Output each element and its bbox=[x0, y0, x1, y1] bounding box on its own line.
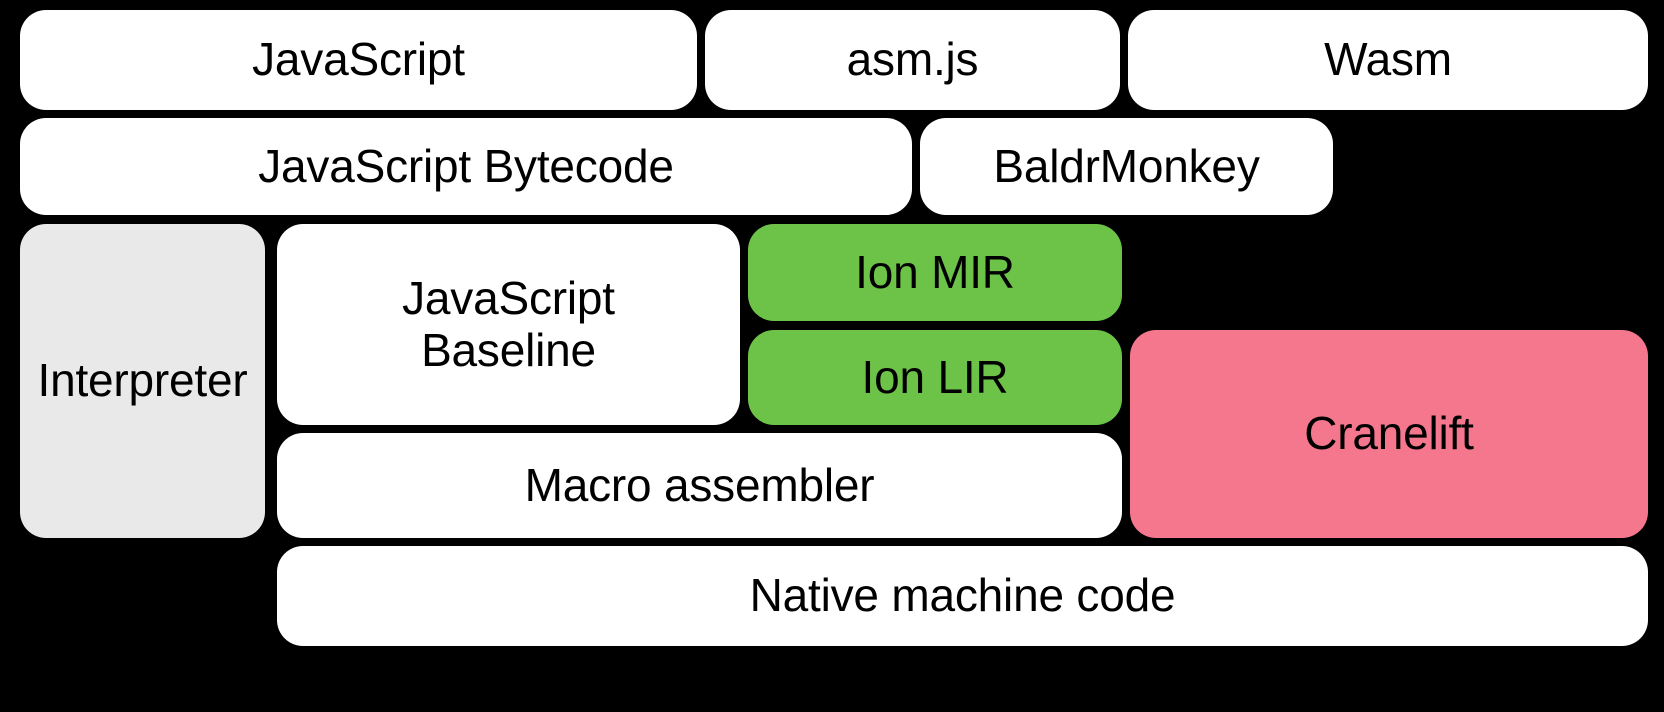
node-baldrmonkey: BaldrMonkey bbox=[920, 118, 1333, 215]
node-cranelift: Cranelift bbox=[1130, 330, 1648, 538]
node-macro-assembler: Macro assembler bbox=[277, 433, 1122, 538]
node-label: JavaScript Baseline bbox=[402, 271, 615, 376]
node-label: Interpreter bbox=[37, 354, 248, 407]
node-ion-lir: Ion LIR bbox=[748, 330, 1122, 425]
node-label: Ion MIR bbox=[855, 245, 1015, 298]
node-js-baseline: JavaScript Baseline bbox=[277, 224, 740, 425]
node-label: JavaScript Bytecode bbox=[258, 139, 674, 192]
node-label: asm.js bbox=[846, 33, 979, 86]
node-label: Ion LIR bbox=[861, 350, 1009, 403]
node-label: JavaScript bbox=[252, 33, 465, 86]
node-label: Wasm bbox=[1324, 33, 1452, 86]
node-native-machine-code: Native machine code bbox=[277, 546, 1648, 646]
node-js-bytecode: JavaScript Bytecode bbox=[20, 118, 912, 215]
node-label: Native machine code bbox=[749, 569, 1176, 622]
node-wasm: Wasm bbox=[1128, 10, 1648, 110]
node-label: BaldrMonkey bbox=[993, 139, 1260, 192]
node-asmjs: asm.js bbox=[705, 10, 1120, 110]
node-interpreter: Interpreter bbox=[20, 224, 265, 538]
node-ion-mir: Ion MIR bbox=[748, 224, 1122, 321]
node-label: Cranelift bbox=[1304, 407, 1474, 460]
node-javascript: JavaScript bbox=[20, 10, 697, 110]
node-label: Macro assembler bbox=[524, 458, 875, 511]
